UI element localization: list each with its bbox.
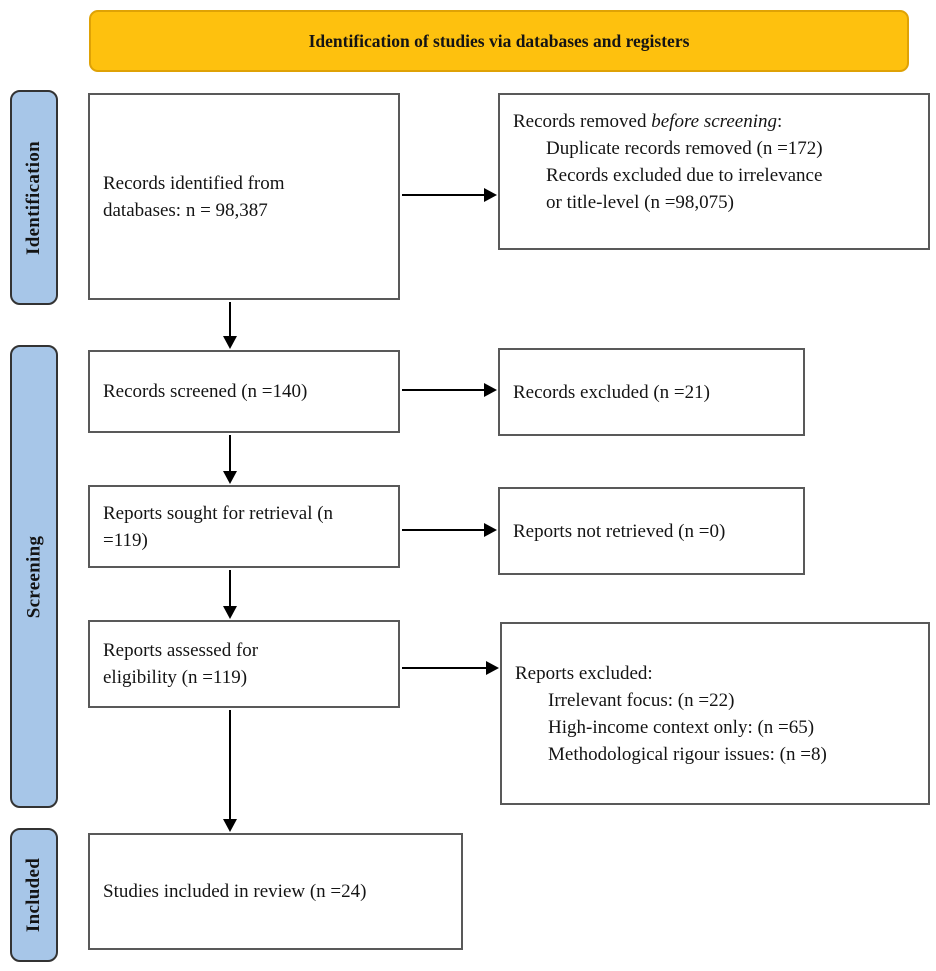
box-studies-included: Studies included in review (n =24) (88, 833, 463, 950)
arrow-identified-to-removed (402, 188, 497, 202)
arrow-assessed-to-included (223, 710, 237, 832)
arrow-sought-to-assessed (223, 570, 237, 619)
records-removed-item-irrelevance-2: or title-level (n =98,075) (546, 192, 734, 213)
reports-excluded-heading: Reports excluded: (515, 662, 653, 684)
records-identified-line-2: databases: n = 98,387 (103, 199, 268, 221)
records-removed-heading-italic: before screening (651, 111, 777, 132)
reports-excluded-item-high-income: High-income context only: (n =65) (548, 716, 815, 738)
stage-label-included: Included (10, 828, 58, 962)
records-screened-text: Records screened (n =140) (103, 381, 308, 402)
reports-not-retrieved-text: Reports not retrieved (n =0) (513, 520, 726, 542)
reports-assessed-line-1: Reports assessed for (103, 640, 259, 661)
arrow-assessed-to-excluded (402, 661, 499, 675)
arrow-screened-to-sought (223, 435, 237, 484)
box-reports-excluded: Reports excluded: Irrelevant focus: (n =… (500, 622, 930, 805)
banner-title: Identification of studies via databases … (308, 30, 690, 51)
box-records-identified: Records identified from databases: n = 9… (88, 93, 400, 300)
stage-identification-text: Identification (23, 140, 45, 255)
records-removed-item-duplicates: Duplicate records removed (n =172) (546, 138, 823, 159)
records-excluded-text: Records excluded (n =21) (513, 381, 710, 403)
studies-included-text: Studies included in review (n =24) (103, 881, 367, 902)
banner: Identification of studies via databases … (89, 10, 909, 72)
stage-label-identification: Identification (10, 90, 58, 305)
records-removed-heading-suffix: : (776, 111, 783, 132)
reports-sought-line-2: =119) (103, 529, 148, 551)
stage-screening-text: Screening (23, 535, 45, 618)
box-records-excluded: Records excluded (n =21) (498, 348, 805, 436)
reports-sought-line-1: Reports sought for retrieval (n (103, 502, 334, 524)
reports-excluded-item-rigour: Methodological rigour issues: (n =8) (548, 743, 827, 765)
records-removed-heading-prefix: Records removed (513, 111, 652, 132)
records-removed-heading: Records removed before screening: (513, 108, 920, 135)
box-records-removed: Records removed before screening: Duplic… (498, 93, 930, 250)
stage-included-text: Included (23, 857, 44, 933)
reports-excluded-item-irrelevant-focus: Irrelevant focus: (n =22) (548, 689, 735, 711)
records-removed-item-irrelevance-1: Records excluded due to irrelevance (546, 165, 823, 186)
arrow-screened-to-excluded (402, 383, 497, 397)
arrow-sought-to-not-retrieved (402, 523, 497, 537)
box-reports-not-retrieved: Reports not retrieved (n =0) (498, 487, 805, 575)
box-reports-sought: Reports sought for retrieval (n =119) (88, 485, 400, 568)
arrow-identified-to-screened (223, 302, 237, 349)
reports-assessed-line-2: eligibility (n =119) (103, 667, 248, 688)
box-reports-assessed: Reports assessed for eligibility (n =119… (88, 620, 400, 708)
box-records-screened: Records screened (n =140) (88, 350, 400, 433)
records-identified-line-1: Records identified from (103, 172, 285, 194)
stage-label-screening: Screening (10, 345, 58, 808)
